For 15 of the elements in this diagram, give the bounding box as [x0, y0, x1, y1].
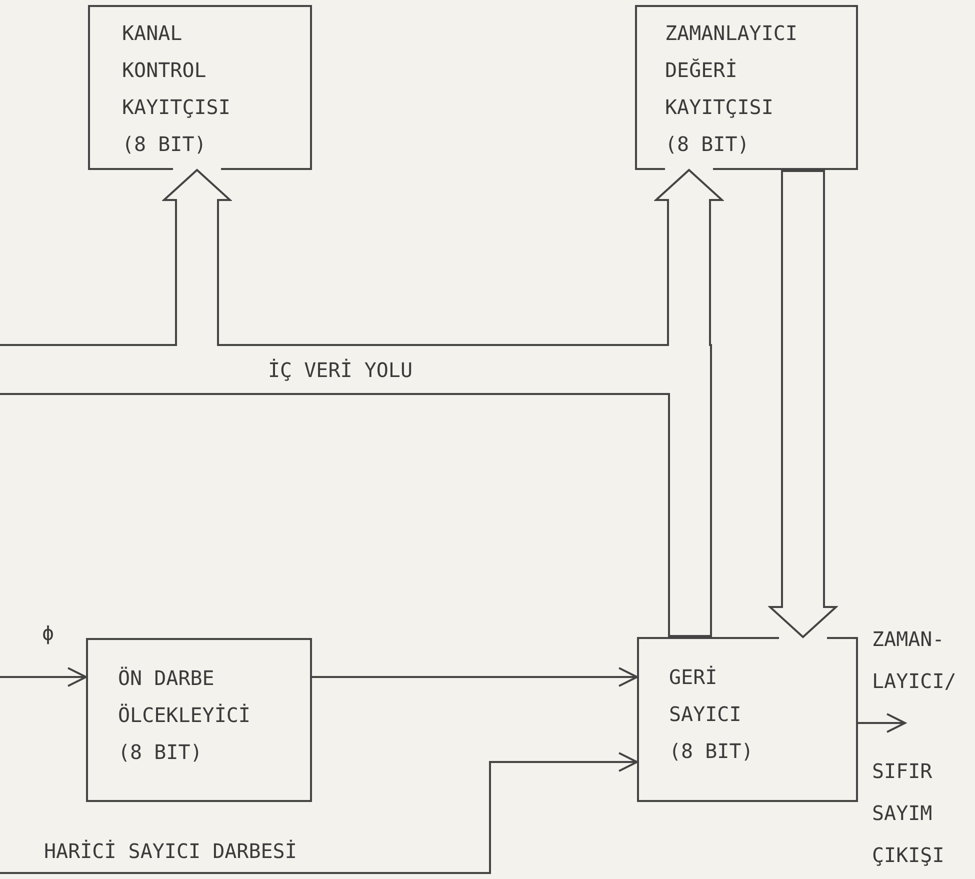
- bus-label: İÇ VERİ YOLU: [268, 357, 414, 384]
- block-label: KANAL KONTROL KAYITÇISI (8 BIT): [122, 20, 232, 158]
- data-bus: [0, 344, 712, 395]
- arrow: [0, 752, 638, 874]
- block-label: ÖN DARBE ÖLCEKLEYİCİ (8 BIT): [118, 665, 252, 766]
- output-arrow: [858, 713, 906, 733]
- block-label: GERİ SAYICI (8 BIT): [669, 664, 754, 765]
- arrow: [312, 667, 638, 687]
- register-box: [635, 5, 858, 170]
- register-box: [86, 638, 312, 802]
- bus-channel: [668, 395, 712, 637]
- register-box: [637, 637, 858, 802]
- block-label: ZAMANLAYICI DEĞERİ KAYITÇISI (8 BIT): [665, 20, 798, 158]
- input-arrow: [0, 667, 87, 687]
- register-box: [88, 5, 312, 170]
